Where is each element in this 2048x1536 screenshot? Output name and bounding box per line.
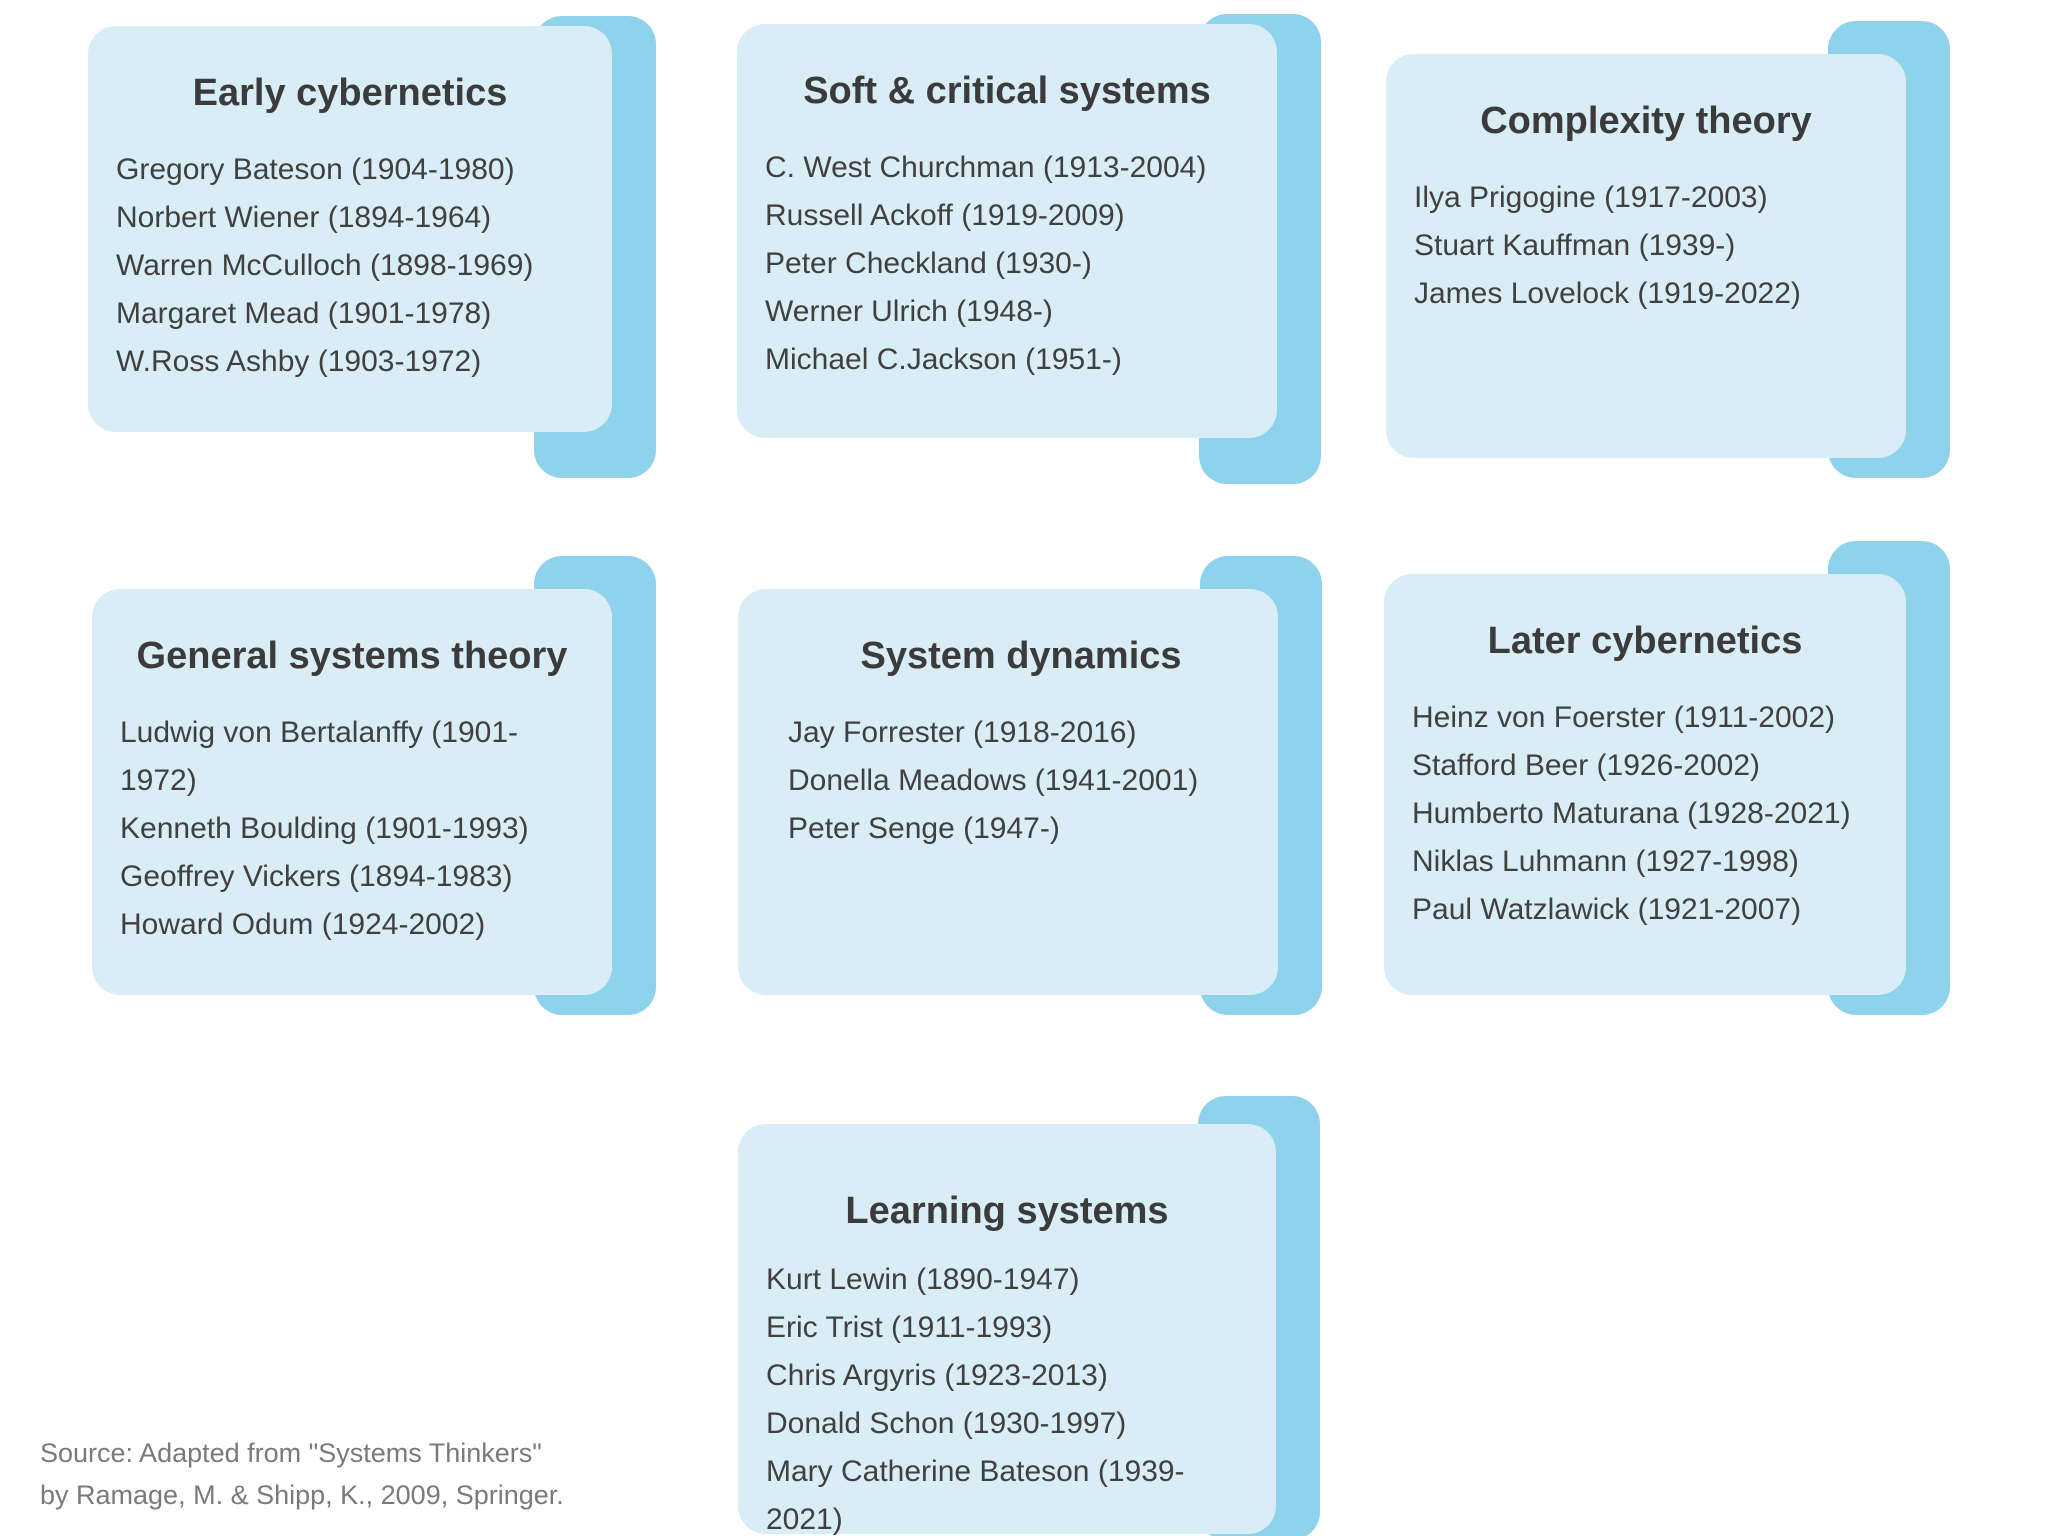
person-entry: Mary Catherine Bateson (1939-2021) xyxy=(766,1455,1185,1536)
card-title: General systems theory xyxy=(136,635,568,677)
person-entry: Jay Forrester (1918-2016) xyxy=(788,716,1137,749)
card-complexity-theory: Complexity theory Ilya Prigogine (1917-2… xyxy=(1386,21,1950,478)
card-panel: Early cybernetics Gregory Bateson (1904-… xyxy=(88,26,612,432)
people-list: Jay Forrester (1918-2016) Donella Meadow… xyxy=(788,709,1254,853)
card-title: Complexity theory xyxy=(1480,100,1812,142)
person-entry: Kurt Lewin (1890-1947) xyxy=(766,1263,1080,1296)
person-entry: Heinz von Foerster (1911-2002) xyxy=(1412,701,1835,734)
card-title: Soft & critical systems xyxy=(803,70,1211,112)
person-entry: Humberto Maturana (1928-2021) xyxy=(1412,797,1851,830)
card-panel: Learning systems Kurt Lewin (1890-1947) … xyxy=(738,1124,1276,1536)
card-title: Early cybernetics xyxy=(192,72,508,114)
people-list: Kurt Lewin (1890-1947) Eric Trist (1911-… xyxy=(766,1256,1248,1536)
card-panel: General systems theory Ludwig von Bertal… xyxy=(92,589,612,995)
person-entry: Margaret Mead (1901-1978) xyxy=(116,297,492,330)
people-list: C. West Churchman (1913-2004) Russell Ac… xyxy=(765,144,1249,384)
person-entry: Warren McCulloch (1898-1969) xyxy=(116,249,534,282)
person-entry: Geoffrey Vickers (1894-1983) xyxy=(120,860,513,893)
card-general-systems-theory: General systems theory Ludwig von Bertal… xyxy=(92,556,656,1015)
people-list: Ilya Prigogine (1917-2003) Stuart Kauffm… xyxy=(1414,174,1878,318)
person-entry: C. West Churchman (1913-2004) xyxy=(765,151,1207,184)
person-entry: Howard Odum (1924-2002) xyxy=(120,908,486,941)
card-later-cybernetics: Later cybernetics Heinz von Foerster (19… xyxy=(1384,541,1950,1015)
person-entry: Stafford Beer (1926-2002) xyxy=(1412,749,1761,782)
card-panel: Complexity theory Ilya Prigogine (1917-2… xyxy=(1386,54,1906,458)
person-entry: James Lovelock (1919-2022) xyxy=(1414,277,1801,310)
person-entry: Donald Schon (1930-1997) xyxy=(766,1407,1127,1440)
card-title: Later cybernetics xyxy=(1487,620,1803,662)
person-entry: Russell Ackoff (1919-2009) xyxy=(765,199,1125,232)
card-panel: Soft & critical systems C. West Churchma… xyxy=(737,24,1277,438)
person-entry: Werner Ulrich (1948-) xyxy=(765,295,1053,328)
person-entry: Eric Trist (1911-1993) xyxy=(766,1311,1053,1344)
person-entry: Peter Senge (1947-) xyxy=(788,812,1060,845)
source-line-2: by Ramage, M. & Shipp, K., 2009, Springe… xyxy=(40,1480,564,1510)
person-entry: Peter Checkland (1930-) xyxy=(765,247,1092,280)
card-soft-critical-systems: Soft & critical systems C. West Churchma… xyxy=(737,14,1321,484)
person-entry: Norbert Wiener (1894-1964) xyxy=(116,201,492,234)
person-entry: Niklas Luhmann (1927-1998) xyxy=(1412,845,1799,878)
person-entry: Ilya Prigogine (1917-2003) xyxy=(1414,181,1768,214)
person-entry: Gregory Bateson (1904-1980) xyxy=(116,153,515,186)
person-entry: Kenneth Boulding (1901-1993) xyxy=(120,812,529,845)
people-list: Heinz von Foerster (1911-2002) Stafford … xyxy=(1412,694,1878,934)
card-system-dynamics: System dynamics Jay Forrester (1918-2016… xyxy=(738,556,1322,1015)
people-list: Gregory Bateson (1904-1980) Norbert Wien… xyxy=(116,146,584,386)
person-entry: Ludwig von Bertalanffy (1901-1972) xyxy=(120,716,519,797)
person-entry: W.Ross Ashby (1903-1972) xyxy=(116,345,482,378)
source-line-1: Source: Adapted from "Systems Thinkers" xyxy=(40,1438,542,1468)
person-entry: Stuart Kauffman (1939-) xyxy=(1414,229,1736,262)
people-list: Ludwig von Bertalanffy (1901-1972) Kenne… xyxy=(120,709,584,949)
person-entry: Michael C.Jackson (1951-) xyxy=(765,343,1122,376)
person-entry: Chris Argyris (1923-2013) xyxy=(766,1359,1108,1392)
source-attribution: Source: Adapted from "Systems Thinkers" … xyxy=(40,1432,564,1516)
card-title: Learning systems xyxy=(845,1190,1169,1232)
card-title: System dynamics xyxy=(860,635,1182,677)
card-panel: System dynamics Jay Forrester (1918-2016… xyxy=(738,589,1278,995)
card-early-cybernetics: Early cybernetics Gregory Bateson (1904-… xyxy=(88,16,656,478)
person-entry: Paul Watzlawick (1921-2007) xyxy=(1412,893,1802,926)
card-panel: Later cybernetics Heinz von Foerster (19… xyxy=(1384,574,1906,995)
person-entry: Donella Meadows (1941-2001) xyxy=(788,764,1199,797)
card-learning-systems: Learning systems Kurt Lewin (1890-1947) … xyxy=(738,1096,1320,1536)
